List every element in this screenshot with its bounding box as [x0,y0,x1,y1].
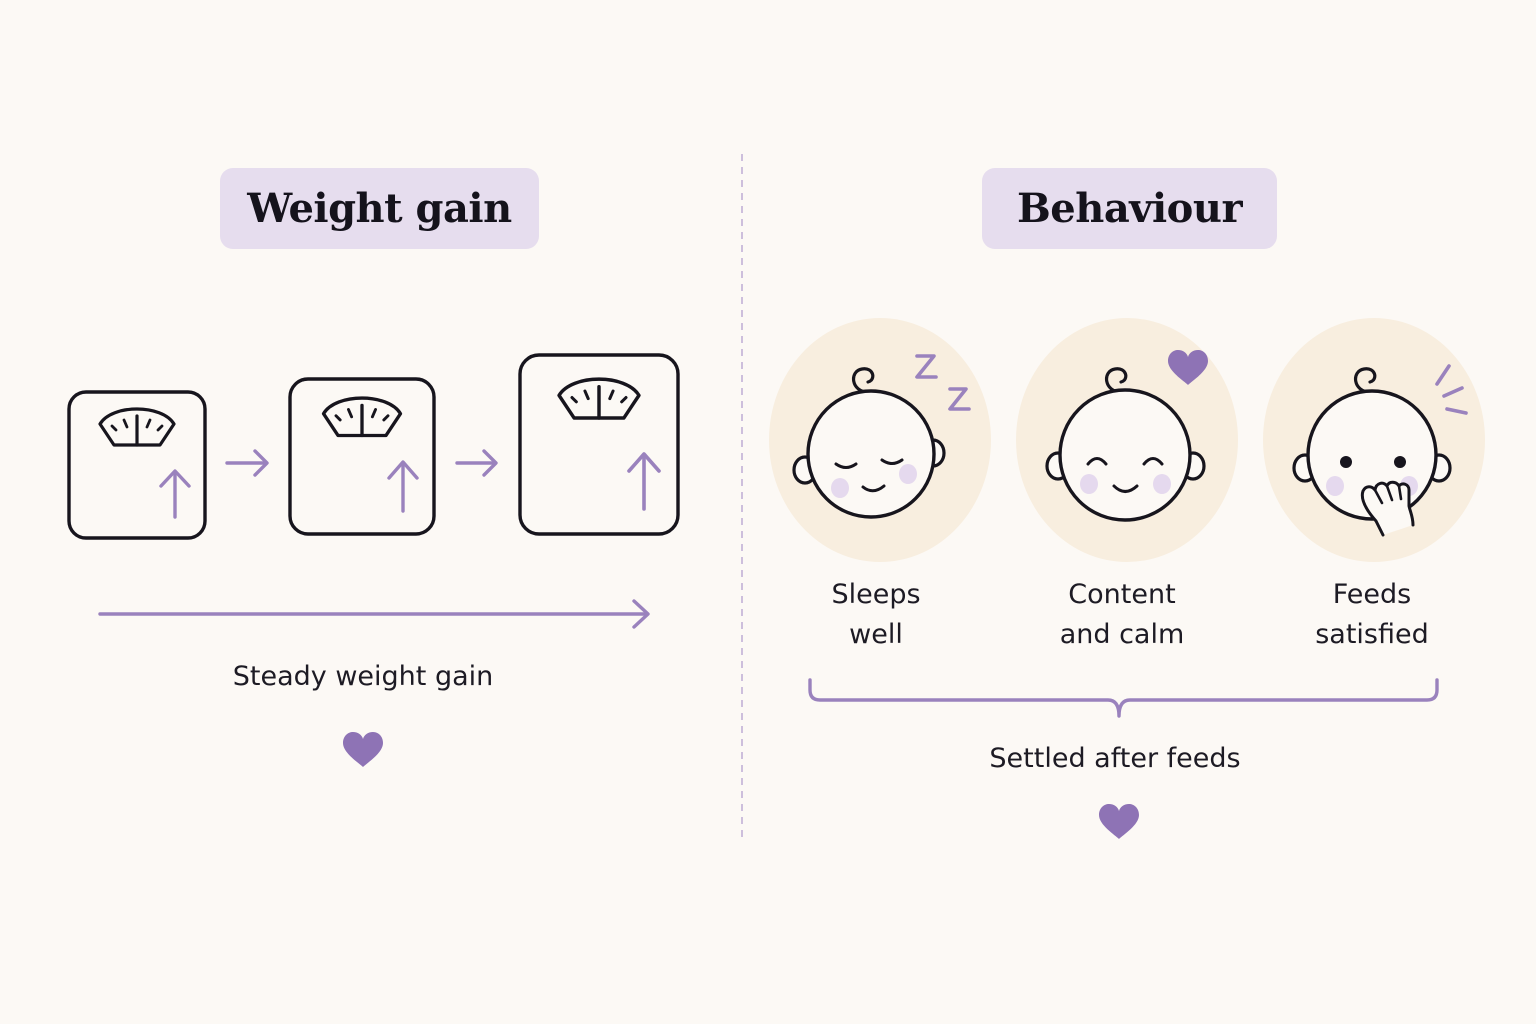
timeline-arrow [98,599,650,629]
face-label-line: and calm [1059,619,1185,650]
sleeping-baby-face-icon [769,318,991,562]
progress-arrow-2 [455,449,498,477]
face-label-line: Feeds [1332,579,1412,610]
bathroom-scale-icon [288,377,436,536]
face-label-line: satisfied [1315,619,1429,650]
grouping-bracket [808,678,1439,718]
face-label-line: Sleeps [831,579,921,610]
sleeps-well-label: Sleeps well [756,575,996,655]
face-label-line: well [849,619,903,650]
weight-gain-title: Weight gain [220,168,539,249]
baby-hand-icon [1360,480,1415,537]
up-arrow-icon [387,460,419,513]
steady-weight-gain-caption: Steady weight gain [232,661,494,692]
bathroom-scale-icon [518,353,680,536]
scale-2 [288,377,436,536]
zzz-icon [915,354,971,411]
heart-icon [343,732,383,767]
bathroom-scale-icon [67,390,207,540]
scale-3 [518,353,680,536]
settled-after-feeds-caption: Settled after feeds [989,743,1241,774]
progress-arrow-1 [225,449,269,477]
scale-1 [67,390,207,540]
heart-icon [1099,804,1139,839]
content-and-calm-label: Content and calm [1002,575,1242,655]
up-arrow-icon [159,469,191,519]
hand-to-mouth-baby-face-icon [1263,318,1485,562]
behaviour-title: Behaviour [982,168,1277,249]
face-label-line: Content [1068,579,1176,610]
up-arrow-icon [627,452,661,511]
feeds-satisfied-label: Feeds satisfied [1252,575,1492,655]
sparkle-lines-icon [1435,364,1468,415]
